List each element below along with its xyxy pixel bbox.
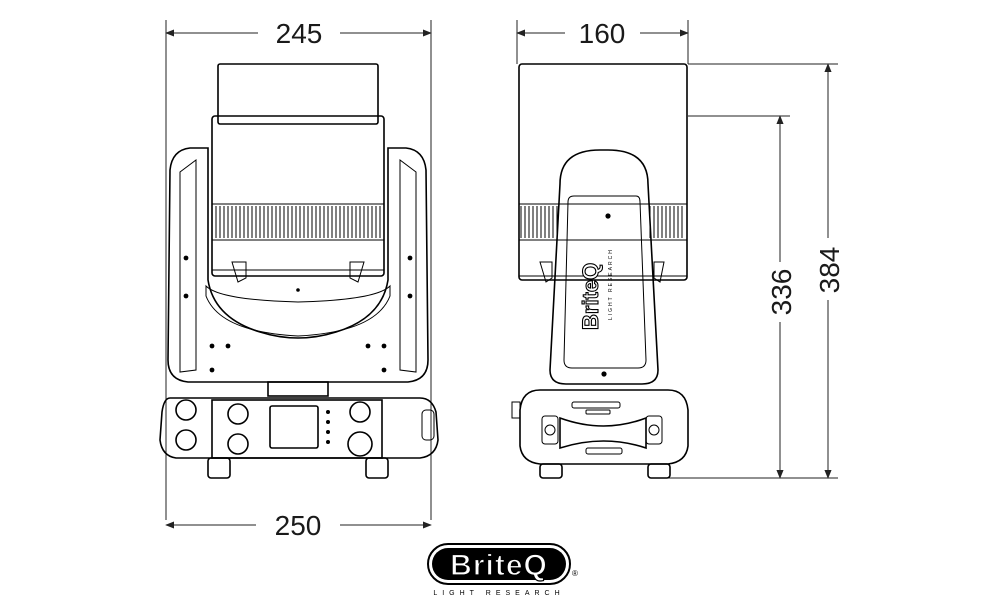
dimension-384: 384 <box>660 63 845 479</box>
side-base <box>519 389 689 465</box>
menu-buttons <box>326 410 330 444</box>
dimension-160-label: 160 <box>579 18 626 49</box>
dmx-out-connector <box>227 433 249 455</box>
dimension-336-label: 336 <box>766 269 797 316</box>
brand-logo-registered: ® <box>572 569 578 578</box>
side-head-body <box>518 63 688 281</box>
dimension-250: 250 <box>165 510 432 541</box>
dimension-250-label: 250 <box>275 510 322 541</box>
brand-logo: BriteQ LIGHT RESEARCH ® <box>427 543 578 597</box>
dimension-245: 245 <box>165 18 432 520</box>
side-arm-logo-brand: BriteQ <box>578 263 603 330</box>
side-yoke-arm <box>549 149 659 385</box>
power-out-connector <box>347 431 373 457</box>
front-view <box>159 63 439 479</box>
front-neck <box>267 381 329 397</box>
power-in-connector <box>349 401 371 423</box>
dmx-in-connector <box>227 403 249 425</box>
front-heatsink <box>211 203 385 241</box>
front-control-panel <box>211 399 383 459</box>
dimension-245-label: 245 <box>276 18 323 49</box>
front-screws <box>183 255 413 373</box>
brand-logo-tagline: LIGHT RESEARCH <box>433 590 564 597</box>
front-base <box>159 397 439 459</box>
front-yoke-left <box>167 147 429 383</box>
brand-logo-text: BriteQ <box>450 549 548 582</box>
dimension-336: 336 <box>688 115 797 479</box>
side-arm-logo-tagline: LIGHT RESEARCH <box>608 248 614 320</box>
dimension-384-label: 384 <box>814 247 845 294</box>
front-head-top <box>217 63 379 125</box>
side-arm-logo: BriteQ LIGHT RESEARCH <box>577 248 614 330</box>
dimension-160: 160 <box>516 18 689 64</box>
front-head-body <box>211 115 385 277</box>
side-view: BriteQ LIGHT RESEARCH <box>511 63 689 479</box>
lcd-display <box>269 405 319 449</box>
